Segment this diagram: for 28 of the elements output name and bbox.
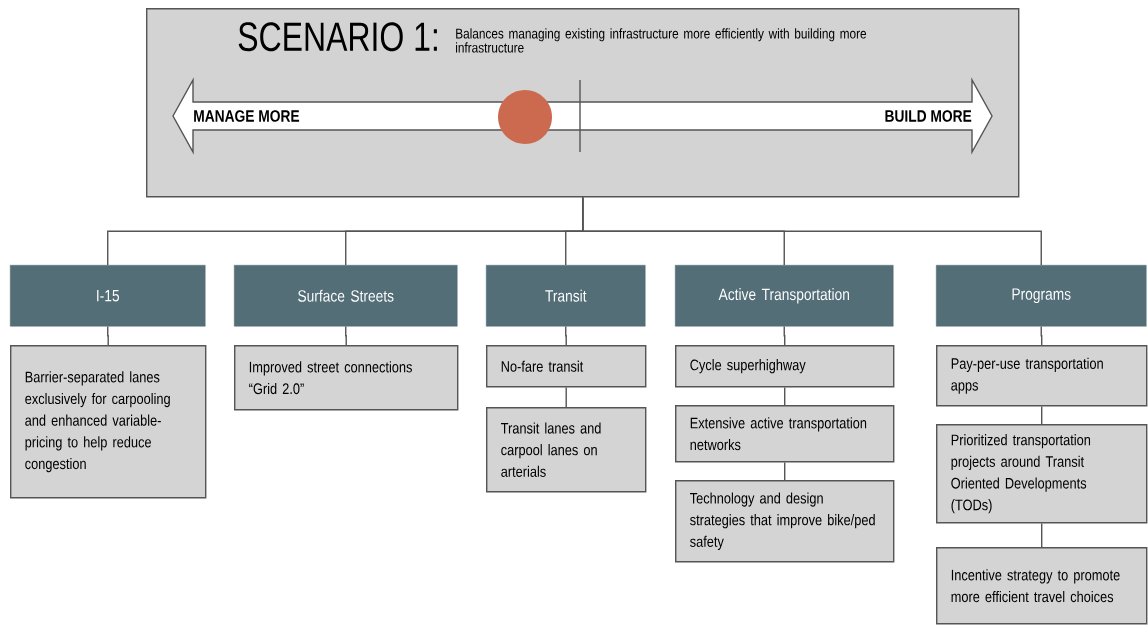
category-box: Surface Streets [234, 265, 458, 327]
item-box: Improved street connections “Grid 2.0” [234, 345, 459, 411]
item-box: Prioritized transportation projects around Transit Oriented Developments (TODs) [936, 424, 1148, 524]
connector [345, 325, 347, 346]
connector [784, 461, 786, 481]
connector [1041, 522, 1043, 548]
category-box: I-15 [10, 265, 206, 327]
connector [783, 325, 786, 346]
category-box: Active Transportation [675, 265, 894, 327]
connector [1041, 405, 1043, 425]
connector [1040, 325, 1043, 346]
item-box: Barrier-separated lanes exclusively for carpooling and enhanced variable-pricing to help reduce congestion [10, 345, 207, 499]
connector [784, 386, 786, 406]
scenario-title: SCENARIO 1: [238, 22, 437, 52]
connector [565, 386, 567, 408]
item-box: Incentive strategy to promote more efficient travel choices [936, 547, 1148, 625]
category-box: Transit [486, 265, 646, 327]
item-box: Technology and design strategies that improve bike/ped safety [675, 480, 895, 563]
item-box: Extensive active transportation networks [675, 405, 895, 463]
item-box: Pay-per-use transportation apps [936, 345, 1148, 407]
item-box: Cycle superhighway [675, 345, 895, 388]
item-box: No-fare transit [486, 345, 647, 388]
connector [107, 325, 109, 346]
item-box: Transit lanes and carpool lanes on arterials [486, 407, 647, 493]
connector [565, 325, 567, 346]
category-box: Programs [936, 265, 1147, 327]
scenario-description: Balances managing existing infrastructure more efficiently with building more infrastructure [456, 28, 867, 53]
connector [582, 196, 1042, 266]
